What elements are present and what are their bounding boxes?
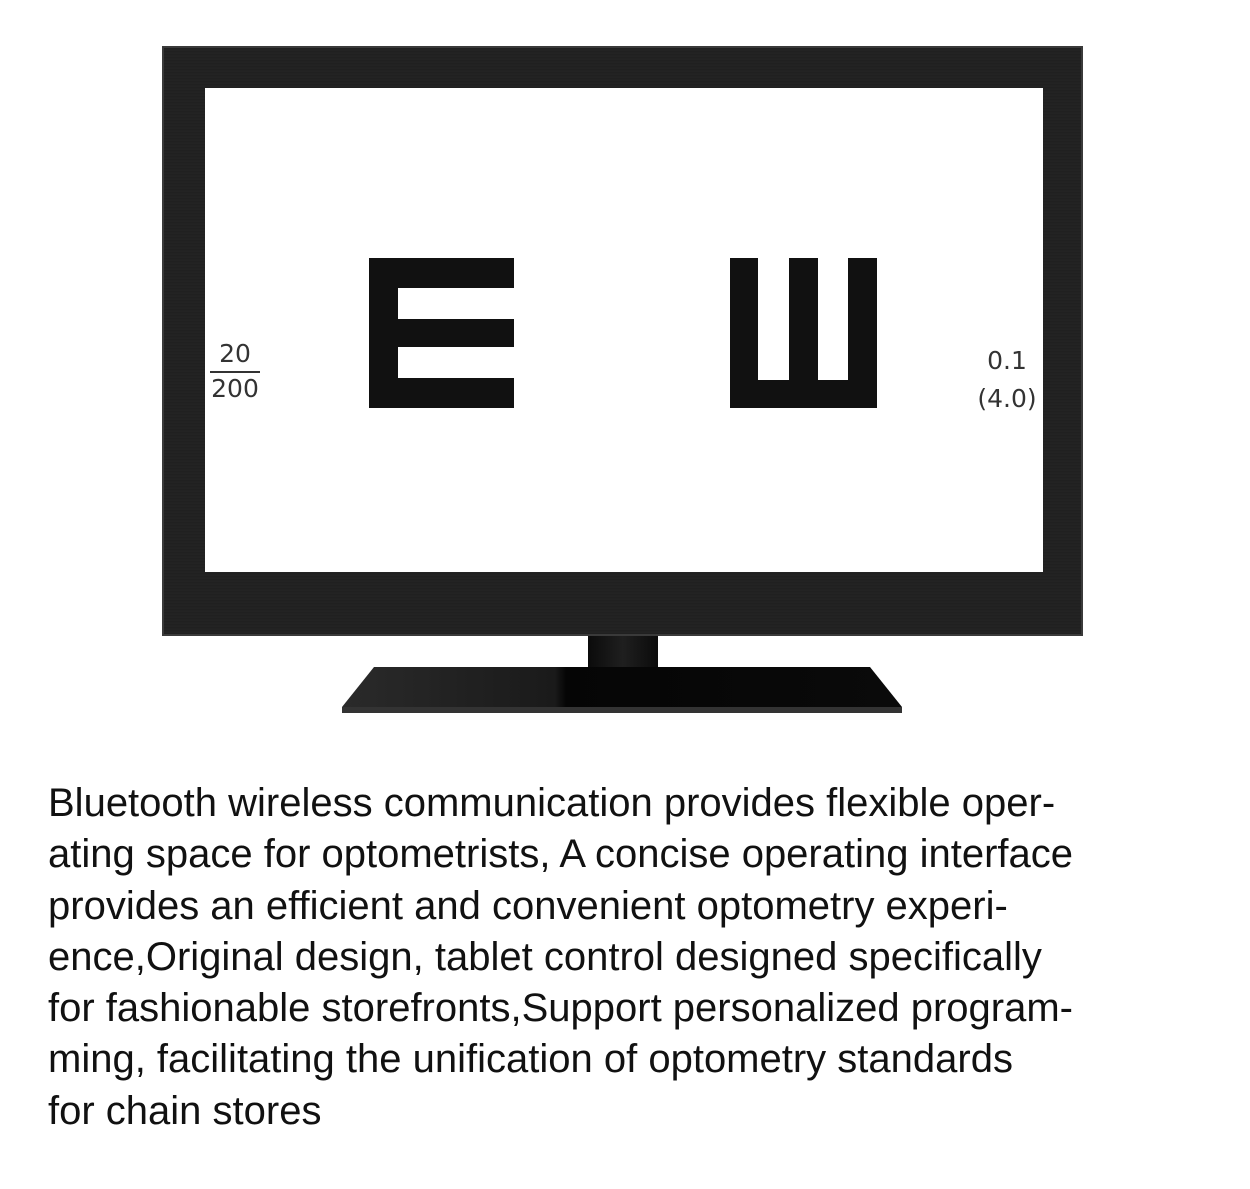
e-optotype-right-icon: [369, 258, 514, 408]
acuity-numerator: 20: [210, 338, 260, 373]
acuity-denominator: 200: [211, 374, 259, 403]
monitor-bezel: 20 200 0.1 (4.0): [162, 46, 1083, 636]
product-description: Bluetooth wireless communication provide…: [48, 781, 1074, 1133]
e-optotype-up-icon: [730, 258, 877, 408]
acuity-decimal-block: 0.1 (4.0): [972, 342, 1042, 418]
acuity-fraction: 20 200: [210, 338, 260, 405]
acuity-decimal: 0.1: [987, 346, 1027, 375]
optotype-canvas: [369, 258, 877, 408]
monitor-stand-base: [342, 667, 902, 713]
acuity-logmar: (4.0): [977, 384, 1037, 413]
monitor-screen: 20 200 0.1 (4.0): [205, 88, 1043, 572]
